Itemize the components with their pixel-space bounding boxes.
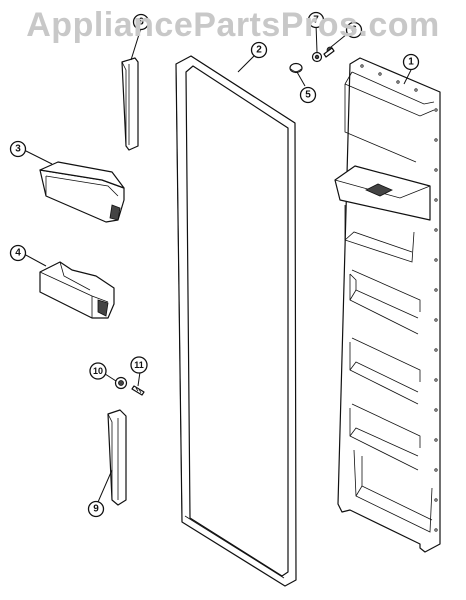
callout-4: 4: [9, 244, 27, 262]
callout-6-top-right: 6: [345, 21, 363, 39]
part-7-washer: [311, 51, 323, 63]
part-11-screw: [131, 385, 145, 396]
callout-9-label: 9: [93, 504, 99, 515]
callout-2: 2: [250, 41, 268, 59]
callout-1-label: 1: [408, 57, 414, 68]
callout-7: 7: [307, 11, 325, 29]
part-9-lower-trim-strip: [107, 409, 127, 506]
callout-11-label: 11: [134, 360, 144, 370]
part-3-door-bin: [39, 161, 125, 223]
callout-1: 1: [402, 53, 420, 71]
part-10-plug: [114, 376, 128, 390]
watermark-text: AppliancePartsPros.com: [26, 6, 440, 44]
part-1-door-liner: [334, 57, 441, 553]
callout-2-label: 2: [256, 45, 262, 56]
callout-6-top-left-label: 6: [138, 17, 144, 28]
callout-4-label: 4: [15, 248, 21, 259]
callout-7-label: 7: [313, 15, 319, 26]
part-4-bin-bracket: [39, 261, 115, 319]
liner-screw-holes: [360, 64, 438, 532]
callout-5: 5: [299, 86, 317, 104]
callout-6-top-right-label: 6: [351, 25, 357, 36]
part-5-plug: [289, 62, 303, 74]
callout-5-label: 5: [305, 90, 311, 101]
leader-lines: [23, 23, 412, 503]
callout-9: 9: [87, 500, 105, 518]
part-6-screw: [323, 46, 335, 58]
callout-11: 11: [130, 356, 148, 374]
part-6-trim-strip: [121, 57, 139, 151]
part-2-door-gasket: [175, 55, 297, 587]
callout-10-label: 10: [93, 366, 103, 376]
callout-3: 3: [9, 140, 27, 158]
callout-3-label: 3: [15, 144, 21, 155]
callout-6-top-left: 6: [132, 13, 150, 31]
callout-10: 10: [89, 362, 107, 380]
